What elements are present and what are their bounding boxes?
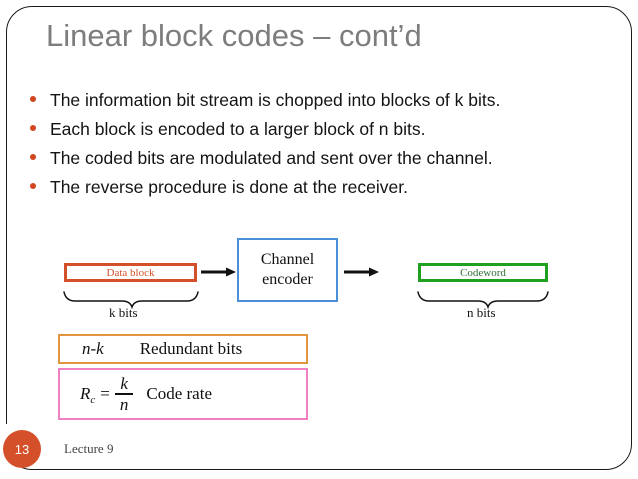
- bullet-dot-icon: [30, 96, 36, 102]
- code-rate-formula: Rc = k n: [80, 374, 134, 414]
- bullet-dot-icon: [30, 183, 36, 189]
- channel-encoder-label-line2: encoder: [262, 271, 313, 288]
- list-item-label: Each block is encoded to a larger block …: [50, 119, 426, 139]
- code-rate-equals: =: [100, 383, 110, 403]
- data-block-box: Data block: [64, 263, 197, 282]
- slide-number-label: 13: [14, 441, 30, 457]
- bullet-dot-icon: [30, 154, 36, 160]
- data-block-inner-outline: [68, 267, 193, 278]
- redundant-bits-box: n-k Redundant bits: [58, 334, 308, 364]
- k-bits-label: k bits: [109, 305, 138, 320]
- channel-encoder-box: Channel encoder: [237, 238, 338, 302]
- codeword-label: Codeword: [460, 266, 506, 279]
- channel-encoder-label-line1: Channel: [260, 251, 315, 268]
- list-item: The coded bits are modulated and sent ov…: [30, 148, 620, 177]
- list-item: The information bit stream is chopped in…: [30, 90, 620, 119]
- slide-number-badge: 13: [3, 430, 41, 468]
- data-block-label: Data block: [106, 266, 155, 279]
- arrow-data-to-encoder: [201, 267, 236, 277]
- list-item-label: The reverse procedure is done at the rec…: [50, 177, 408, 197]
- code-rate-symbol-letter: R: [80, 383, 91, 403]
- arrow-encoder-to-codeword: [344, 267, 379, 277]
- fraction-denominator: n: [119, 394, 129, 414]
- codeword-inner-outline: [422, 267, 544, 278]
- code-rate-subscript: c: [90, 393, 96, 406]
- code-rate-label: Code rate: [146, 384, 212, 403]
- list-item: Each block is encoded to a larger block …: [30, 119, 620, 148]
- code-rate-fraction: k n: [114, 374, 134, 414]
- code-rate-symbol: Rc: [80, 383, 96, 406]
- n-bits-label: n bits: [467, 305, 496, 320]
- list-item: The reverse procedure is done at the rec…: [30, 177, 620, 206]
- list-item-label: The coded bits are modulated and sent ov…: [50, 148, 493, 168]
- page-title: Linear block codes – cont’d: [46, 18, 422, 53]
- redundant-expression: n-k: [82, 339, 104, 358]
- fraction-bar: [114, 393, 134, 395]
- list-item-label: The information bit stream is chopped in…: [50, 90, 501, 110]
- fraction-numerator: k: [120, 374, 128, 394]
- lecture-label: Lecture 9: [64, 441, 114, 456]
- codeword-box: Codeword: [418, 263, 548, 282]
- code-rate-box: Rc = k n Code rate: [58, 368, 308, 420]
- redundant-label: Redundant bits: [139, 339, 243, 358]
- bullet-list: The information bit stream is chopped in…: [30, 90, 620, 206]
- bullet-dot-icon: [30, 125, 36, 131]
